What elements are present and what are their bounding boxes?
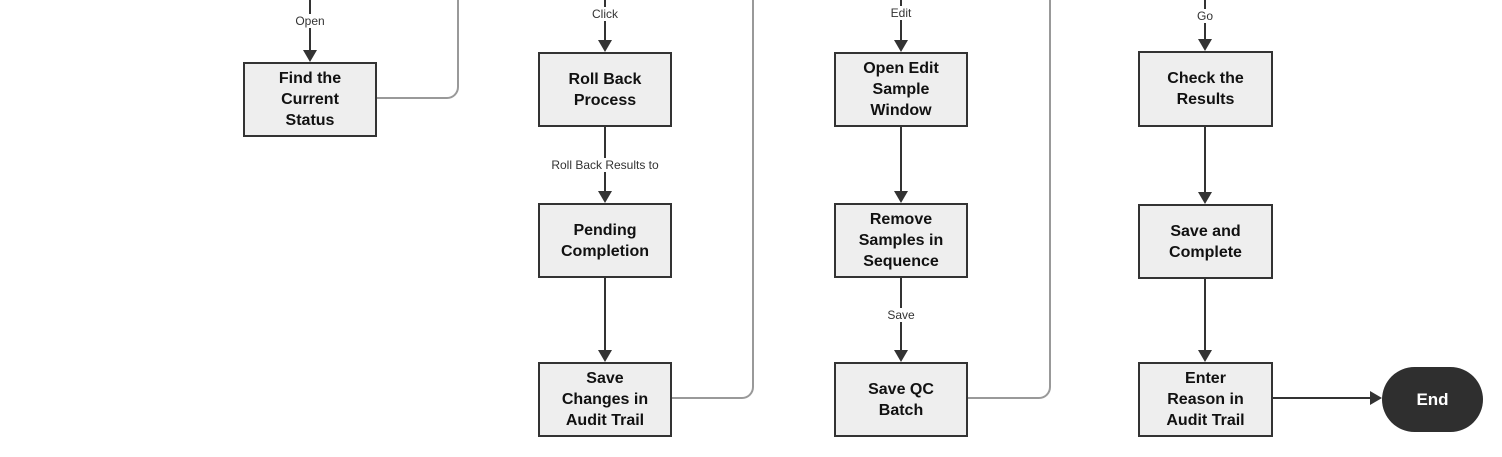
arrow-line-openedit-to-remove bbox=[900, 127, 902, 191]
node-save-and-complete: Save and Complete bbox=[1138, 204, 1273, 279]
edge-label-open: Open bbox=[291, 14, 329, 28]
loop-connector-find-status bbox=[377, 0, 459, 99]
end-node: End bbox=[1382, 367, 1483, 432]
edge-label-go: Go bbox=[1192, 9, 1218, 23]
edge-label-roll-back-results-to: Roll Back Results to bbox=[547, 158, 663, 172]
arrowhead-into-pending bbox=[598, 191, 612, 203]
edge-label-click: Click bbox=[588, 7, 622, 21]
node-save-qc-batch: Save QC Batch bbox=[834, 362, 968, 437]
arrowhead-into-reason bbox=[1198, 350, 1212, 362]
node-roll-back-process: Roll Back Process bbox=[538, 52, 672, 127]
arrowhead-into-check-results bbox=[1198, 39, 1212, 51]
node-remove-samples-sequence: Remove Samples in Sequence bbox=[834, 203, 968, 278]
node-find-current-status: Find the Current Status bbox=[243, 62, 377, 137]
arrowhead-into-savecomplete bbox=[1198, 192, 1212, 204]
edge-label-edit: Edit bbox=[886, 6, 916, 20]
node-enter-reason-audit-trail: Enter Reason in Audit Trail bbox=[1138, 362, 1273, 437]
node-save-changes-audit-trail: Save Changes in Audit Trail bbox=[538, 362, 672, 437]
node-pending-completion: Pending Completion bbox=[538, 203, 672, 278]
arrow-line-pending-to-save-changes bbox=[604, 278, 606, 350]
arrowhead-into-save-changes bbox=[598, 350, 612, 362]
arrowhead-into-open-edit bbox=[894, 40, 908, 52]
arrowhead-into-saveqc bbox=[894, 350, 908, 362]
edge-label-save: Save bbox=[883, 308, 919, 322]
arrow-line-savecomplete-to-reason bbox=[1204, 279, 1206, 350]
node-open-edit-sample-window: Open Edit Sample Window bbox=[834, 52, 968, 127]
loop-connector-save-changes bbox=[672, 0, 754, 399]
arrowhead-into-find-status bbox=[303, 50, 317, 62]
loop-connector-save-qc bbox=[968, 0, 1051, 399]
arrowhead-into-end bbox=[1370, 391, 1382, 405]
arrowhead-into-roll-back bbox=[598, 40, 612, 52]
arrowhead-into-remove bbox=[894, 191, 908, 203]
arrow-line-into-open-edit bbox=[900, 0, 902, 40]
node-check-the-results: Check the Results bbox=[1138, 51, 1273, 127]
arrow-line-check-to-savecomplete bbox=[1204, 127, 1206, 192]
arrow-line-reason-to-end bbox=[1273, 397, 1370, 399]
